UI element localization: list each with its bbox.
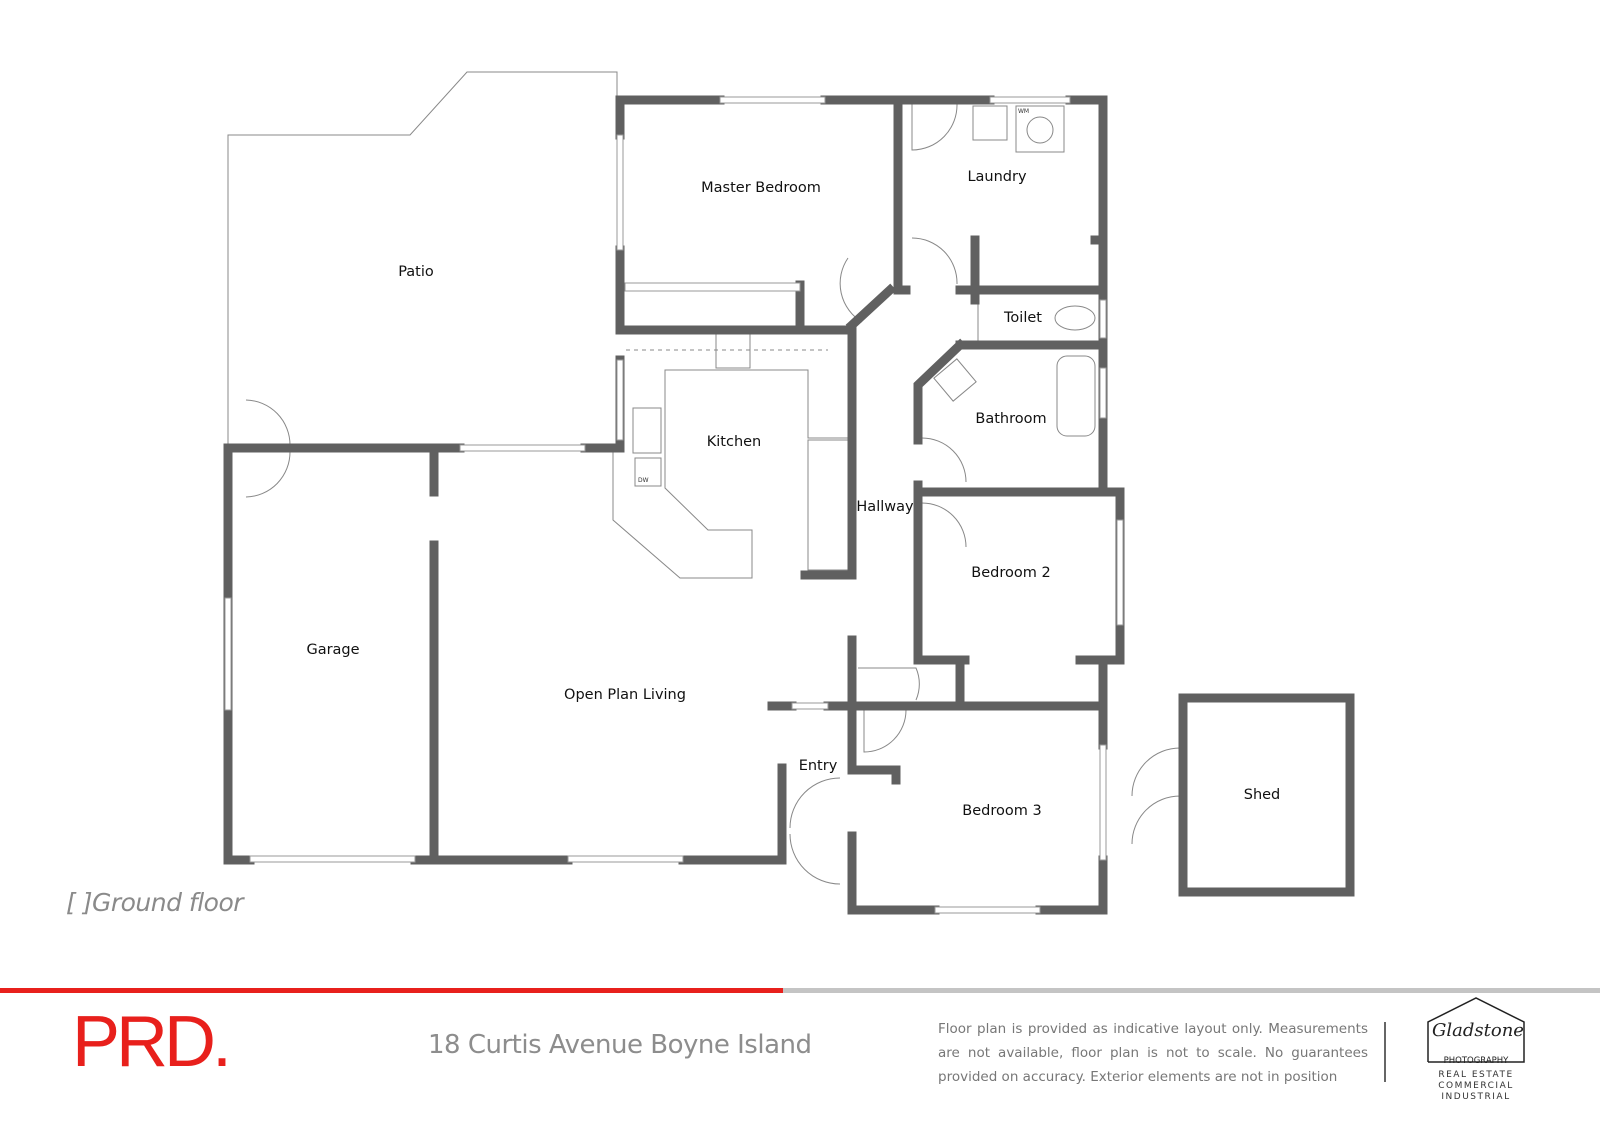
room-label-garage: Garage (306, 642, 359, 658)
room-label-bathroom: Bathroom (975, 411, 1046, 427)
room-label-bedroom3: Bedroom 3 (962, 803, 1041, 819)
shed-door-swing (1131, 747, 1181, 845)
laundry-door-swing (911, 103, 958, 151)
wm-label: WM (1018, 108, 1029, 115)
garage-door-swing (245, 399, 291, 498)
floor-level-label: [ ]Ground floor (66, 888, 244, 917)
disclaimer-text: Floor plan is provided as indicative lay… (938, 1021, 1368, 1085)
washing-machine-drum (1026, 116, 1054, 144)
footer-divider-red (0, 988, 783, 993)
logo-service: INDUSTRIAL (1441, 1092, 1511, 1102)
room-label-master-bedroom: Master Bedroom (701, 180, 821, 196)
room-label-entry: Entry (799, 758, 838, 774)
room-label-open-plan-living: Open Plan Living (564, 687, 686, 703)
cooktop-icon (715, 333, 751, 369)
dishwasher-icon (634, 457, 662, 487)
sink-icon (632, 407, 662, 454)
footer-divider-grey (783, 988, 1600, 993)
dishwasher-label: DW (638, 477, 649, 484)
room-label-patio: Patio (398, 264, 434, 280)
bathtub-icon (1056, 355, 1096, 437)
logo-service: REAL ESTATE (1438, 1070, 1514, 1080)
entry-door-swing (789, 777, 841, 885)
toilet-icon (1054, 305, 1096, 331)
laundry-door2-swing (911, 237, 958, 285)
room-label-bedroom2: Bedroom 2 (971, 565, 1050, 581)
footer-separator (1384, 1022, 1386, 1082)
patio-outline (227, 71, 618, 448)
room-label-laundry: Laundry (967, 169, 1027, 185)
walls (223, 95, 1355, 915)
gladstone-photography-logo: Gladstone PHOTOGRAPHY REAL ESTATE COMMER… (1424, 996, 1528, 1106)
property-address: 18 Curtis Avenue Boyne Island (428, 1030, 812, 1060)
room-label-shed: Shed (1244, 787, 1281, 803)
windows (224, 96, 1124, 914)
bedroom2-door-swing (921, 502, 967, 548)
room-label-kitchen: Kitchen (707, 434, 762, 450)
master-door-swing (839, 257, 863, 323)
pantry-steps (807, 439, 849, 571)
basin-icon (933, 358, 977, 402)
laundry-tub-icon (972, 105, 1008, 141)
kitchen-bench (612, 369, 848, 579)
logo-service: COMMERCIAL (1438, 1081, 1514, 1091)
bedroom3-door-swing (863, 709, 907, 753)
linen-door-swing (858, 667, 920, 701)
washing-machine-icon (1015, 105, 1065, 153)
logo-script: Gladstone (1432, 1020, 1524, 1041)
logo-tagline: PHOTOGRAPHY (1443, 1056, 1509, 1066)
bathroom-door-swing (921, 437, 967, 483)
room-label-hallway: Hallway (856, 499, 914, 515)
room-label-toilet: Toilet (1003, 310, 1042, 326)
prd-logo: PRD. (72, 1002, 232, 1082)
house-outline-icon (1427, 997, 1525, 1063)
